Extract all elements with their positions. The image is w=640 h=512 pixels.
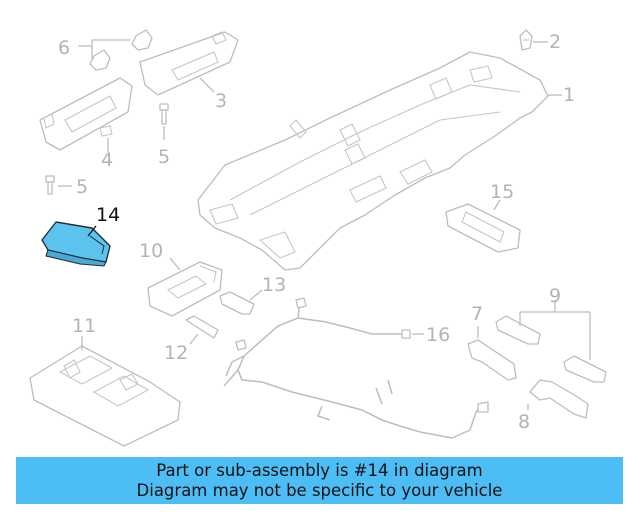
callout-14: 14 bbox=[96, 204, 120, 226]
part-7-grab-handle[interactable] bbox=[467, 339, 517, 381]
callout-1: 1 bbox=[563, 84, 575, 106]
part-13-switch[interactable] bbox=[219, 291, 255, 315]
callout-10: 10 bbox=[139, 240, 163, 262]
part-16-wire-harness[interactable] bbox=[223, 297, 489, 439]
callout-5-upper: 5 bbox=[158, 146, 170, 168]
callout-8: 8 bbox=[518, 411, 530, 433]
callout-15: 15 bbox=[490, 181, 514, 203]
callout-5-lower: 5 bbox=[76, 176, 88, 198]
part-15-lamp[interactable] bbox=[445, 203, 521, 253]
callout-12: 12 bbox=[164, 342, 188, 364]
part-9-bracket[interactable] bbox=[495, 315, 607, 383]
callout-7: 7 bbox=[471, 303, 483, 325]
banner-line-2: Diagram may not be specific to your vehi… bbox=[136, 480, 503, 500]
part-4-sun-visor[interactable] bbox=[39, 77, 133, 151]
info-banner: Part or sub-assembly is #14 in diagram D… bbox=[16, 457, 623, 504]
part-12-lens[interactable] bbox=[185, 315, 219, 339]
part-5-screw-lower[interactable] bbox=[45, 175, 55, 195]
part-2-clip[interactable] bbox=[519, 29, 533, 51]
callout-11: 11 bbox=[72, 315, 96, 337]
callout-9: 9 bbox=[549, 285, 561, 307]
callout-3: 3 bbox=[215, 90, 227, 112]
callout-16: 16 bbox=[426, 324, 450, 346]
callout-6: 6 bbox=[58, 37, 70, 59]
callout-4: 4 bbox=[101, 149, 113, 171]
part-6-visor-holder[interactable] bbox=[89, 29, 153, 71]
part-11-overhead-console[interactable] bbox=[29, 345, 181, 447]
part-1-headliner[interactable] bbox=[197, 51, 549, 271]
callout-13: 13 bbox=[262, 274, 286, 296]
banner-line-1: Part or sub-assembly is #14 in diagram bbox=[156, 460, 483, 480]
part-3-sun-visor[interactable] bbox=[139, 31, 239, 96]
part-14-room-lamp[interactable] bbox=[41, 221, 111, 267]
part-10-lamp-housing[interactable] bbox=[147, 261, 223, 317]
callout-2: 2 bbox=[549, 31, 561, 53]
part-8-grab-handle[interactable] bbox=[529, 379, 589, 419]
part-5-screw-upper[interactable] bbox=[159, 103, 169, 125]
